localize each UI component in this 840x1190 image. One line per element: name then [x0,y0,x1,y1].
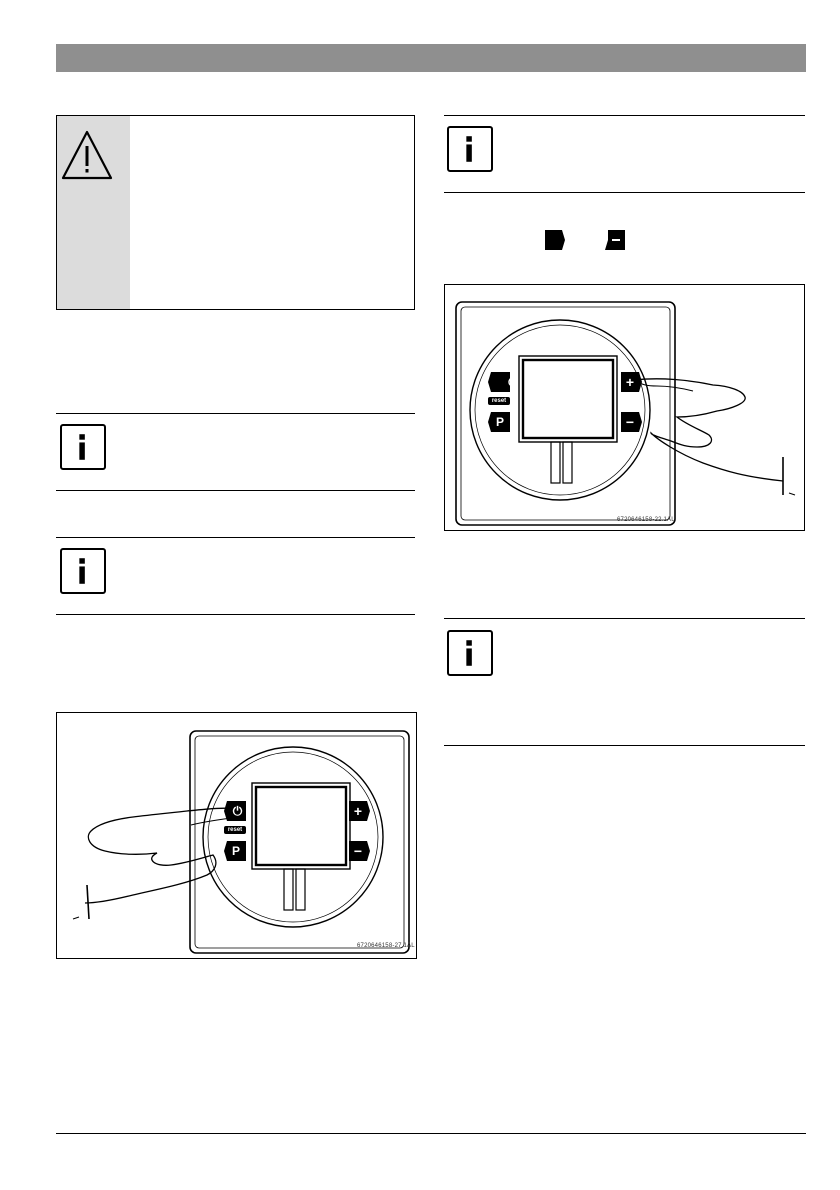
info-rule-top-4 [444,618,805,619]
warning-triangle-icon [60,128,114,184]
minus-key-glyph-icon [603,228,627,252]
info-icon [447,630,493,676]
reset-key-label: reset [227,827,243,833]
plus-key-label: + [353,803,363,819]
info-icon [60,424,106,470]
key-glyph-icon [543,228,567,252]
info-icon [447,126,493,172]
reset-key-label: reset [491,398,507,404]
warning-sidebar [57,116,130,309]
minus-key-label: − [625,414,635,430]
power-key-label: ⏻ [508,375,518,389]
plus-key-label: + [625,374,635,390]
figure-press-plus: ⏻ reset P + − 6720646158-22.1AL [444,284,805,531]
info-icon [60,548,106,594]
warning-box [56,115,415,310]
footer-rule [56,1133,806,1134]
info-rule-bottom-4 [444,745,805,746]
p-key-label: P [231,844,240,858]
p-key-label: P [495,415,504,429]
info-rule-top-2 [56,537,415,538]
info-rule-bottom-3 [444,192,805,193]
minus-key-label: − [353,843,363,859]
figure-code: 6720646158-27.1AL [357,943,415,949]
info-rule-bottom-1 [56,490,415,491]
info-rule-top-1 [56,413,415,414]
figure-press-power: ⏻ reset P + − 6720646158-27.1AL [56,712,417,959]
header-bar [56,44,806,72]
power-key-label: ⏻ [232,804,243,818]
figure-code: 6720646158-22.1AL [617,517,675,523]
info-rule-bottom-2 [56,614,415,615]
info-rule-top-3 [444,115,805,116]
